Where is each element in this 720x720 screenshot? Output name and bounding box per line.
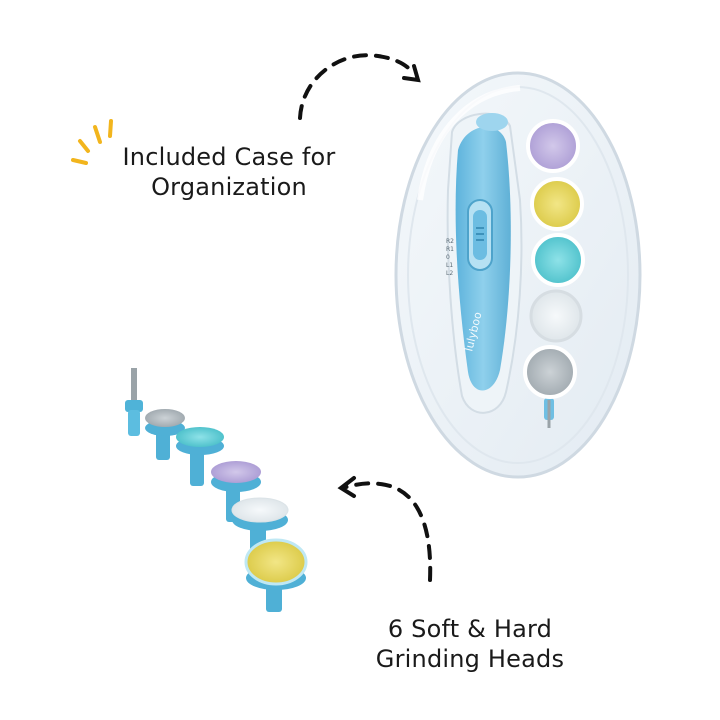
heads-caption-line1: 6 Soft & Hard [387, 615, 553, 643]
speed-mark: R1 [446, 246, 454, 253]
sparkle-icon [71, 119, 113, 165]
curved-arrow-icon [298, 53, 421, 120]
speed-mark: 0 [446, 254, 450, 261]
nail-trimmer [446, 112, 554, 428]
heads-caption-line2: Grinding Heads [375, 645, 565, 673]
speed-mark: L2 [446, 270, 453, 277]
case-caption-line2: Organization [151, 173, 307, 201]
case-grinding-heads [523, 119, 585, 399]
curved-arrow-icon [337, 476, 433, 582]
case-caption-line1: Included Case for [122, 143, 336, 171]
case-caption: Included Case for Organization [104, 142, 354, 202]
heads-caption: 6 Soft & Hard Grinding Heads [360, 614, 580, 674]
speed-mark: L1 [446, 262, 453, 269]
speed-mark: R2 [446, 238, 454, 245]
grinding-heads-row [125, 368, 308, 612]
